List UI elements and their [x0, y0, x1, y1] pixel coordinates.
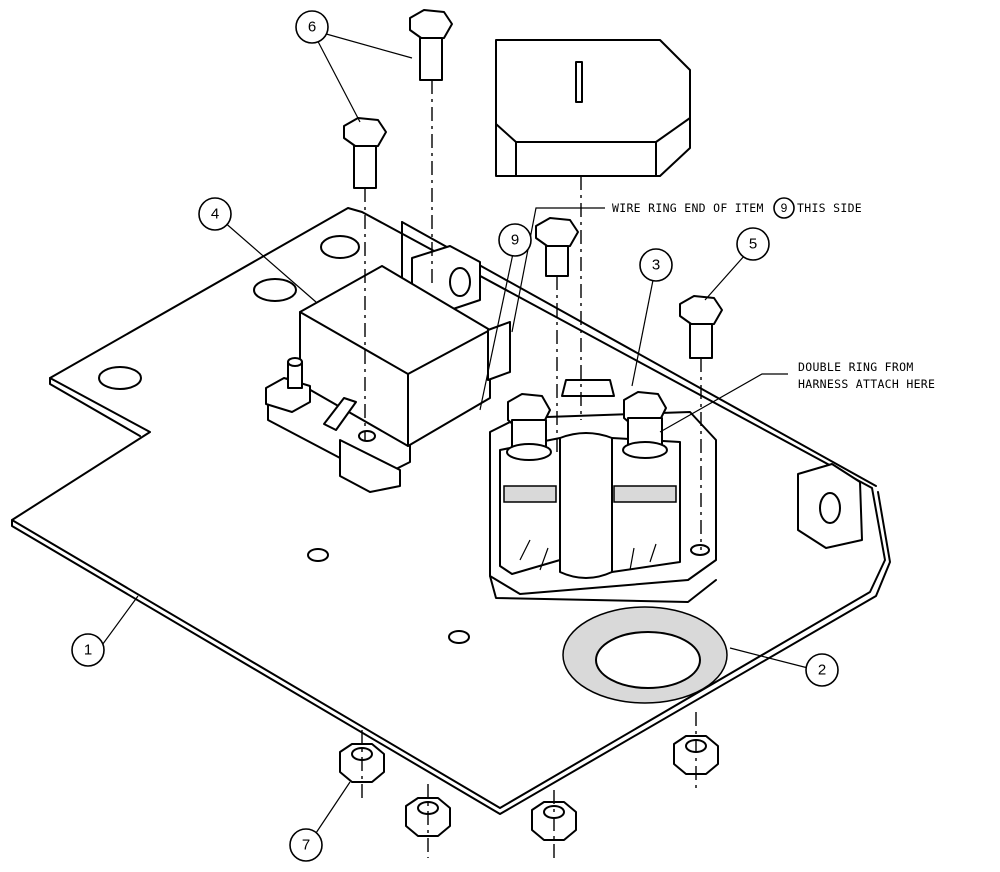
- bolt-center: [535, 217, 579, 277]
- callout-4: 4: [198, 197, 232, 231]
- note-wire-ring: WIRE RING END OF ITEM 9 THIS SIDE: [612, 197, 862, 219]
- callout-5: 5: [736, 227, 770, 261]
- note-item-bubble: [773, 197, 795, 219]
- assembly-centerlines: [361, 80, 702, 862]
- svg-text:DOUBLE RING FROM: DOUBLE RING FROM: [798, 360, 914, 374]
- relay: [265, 265, 511, 493]
- callout-6: 6: [295, 10, 329, 44]
- flange-nut-4: [673, 735, 719, 775]
- note-double-ring: DOUBLE RING FROM HARNESS ATTACH HERE: [798, 360, 935, 391]
- leader-lines: [96, 29, 809, 843]
- callout-1: 1: [71, 633, 105, 667]
- svg-text:2: 2: [818, 662, 826, 679]
- svg-text:7: 7: [302, 837, 310, 854]
- terminal-nut-right: [622, 391, 668, 459]
- svg-text:6: 6: [308, 19, 316, 36]
- mounting-plate: [11, 207, 891, 815]
- svg-text:1: 1: [84, 642, 92, 659]
- callout-2: 2: [805, 653, 839, 687]
- solenoid-cover: [495, 39, 691, 177]
- svg-text:THIS SIDE: THIS SIDE: [797, 201, 862, 215]
- svg-text:9: 9: [511, 232, 519, 249]
- svg-text:WIRE RING END OF ITEM: WIRE RING END OF ITEM: [612, 201, 764, 215]
- bolt-mid-left: [343, 117, 387, 189]
- svg-text:5: 5: [749, 236, 757, 253]
- svg-text:HARNESS ATTACH HERE: HARNESS ATTACH HERE: [798, 377, 935, 391]
- grommet: [562, 606, 728, 704]
- solenoid: [489, 379, 717, 603]
- callout-3: 3: [639, 248, 673, 282]
- svg-text:9: 9: [781, 201, 788, 215]
- callout-7: 7: [289, 828, 323, 862]
- terminal-nut-left: [506, 393, 552, 461]
- bolt-right: [679, 295, 723, 359]
- svg-text:4: 4: [211, 206, 219, 223]
- svg-text:3: 3: [652, 257, 660, 274]
- bolt-top-left: [409, 9, 453, 81]
- callout-9: 9: [498, 223, 532, 257]
